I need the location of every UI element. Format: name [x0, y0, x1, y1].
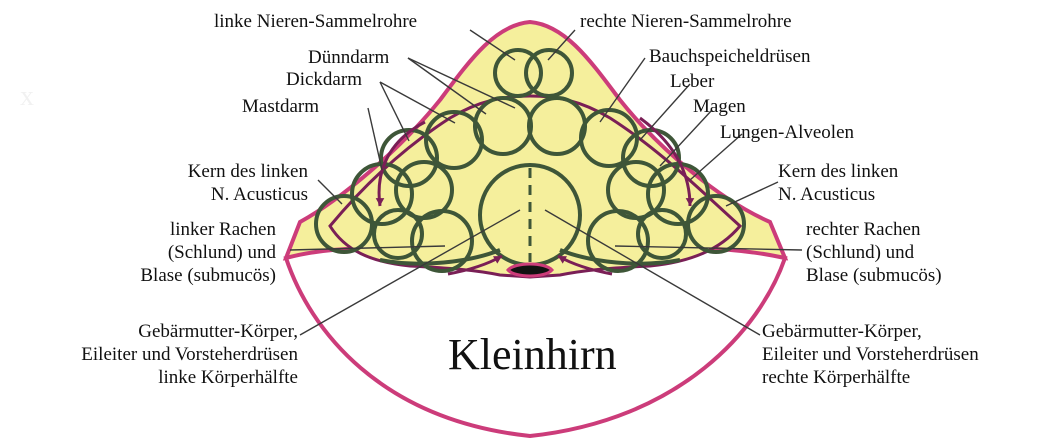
label-left-uterus-body-line-3: linke Körperhälfte — [81, 366, 298, 389]
label-right-acoustic-nucleus: Kern des linken N. Acusticus — [778, 160, 898, 206]
label-right-uterus-body: Gebärmutter-Körper, Eileiter und Vorsteh… — [762, 320, 979, 389]
label-left-pharynx-bladder-line-2: (Schlund) und — [140, 241, 276, 264]
label-left-acoustic-nucleus-line-1: Kern des linken — [188, 160, 308, 183]
label-left-pharynx-bladder-line-1: linker Rachen — [140, 218, 276, 241]
leader-line — [368, 108, 382, 170]
label-left-uterus-body: Gebärmutter-Körper, Eileiter und Vorsteh… — [81, 320, 298, 389]
label-small-intestine: Dünndarm — [308, 46, 389, 69]
label-right-pharynx-bladder: rechter Rachen (Schlund) und Blase (subm… — [806, 218, 942, 287]
label-right-uterus-body-line-1: Gebärmutter-Körper, — [762, 320, 979, 343]
label-left-uterus-body-line-1: Gebärmutter-Körper, — [81, 320, 298, 343]
label-left-acoustic-nucleus-line-2: N. Acusticus — [188, 183, 308, 206]
label-right-pharynx-bladder-line-1: rechter Rachen — [806, 218, 942, 241]
label-right-uterus-body-line-2: Eileiter und Vorsteherdrüsen — [762, 343, 979, 366]
label-right-pharynx-bladder-line-3: Blase (submucös) — [806, 264, 942, 287]
label-stomach: Magen — [693, 95, 746, 118]
label-left-acoustic-nucleus: Kern des linken N. Acusticus — [188, 160, 308, 206]
svg-text:x: x — [20, 81, 34, 112]
label-rectum: Mastdarm — [242, 95, 319, 118]
label-right-acoustic-nucleus-line-1: Kern des linken — [778, 160, 898, 183]
leader-line — [726, 182, 778, 206]
label-right-kidney-collecting-ducts: rechte Nieren-Sammelrohre — [580, 10, 792, 33]
label-cerebellum: Kleinhirn — [448, 330, 617, 380]
label-left-pharynx-bladder: linker Rachen (Schlund) und Blase (submu… — [140, 218, 276, 287]
label-large-intestine: Dickdarm — [286, 68, 362, 91]
label-left-pharynx-bladder-line-3: Blase (submucös) — [140, 264, 276, 287]
aqueduct-marker — [508, 264, 552, 276]
faded-background-text: x — [20, 81, 34, 112]
label-left-uterus-body-line-2: Eileiter und Vorsteherdrüsen — [81, 343, 298, 366]
label-pancreas: Bauchspeicheldrüsen — [649, 45, 810, 68]
label-lung-alveoli: Lungen-Alveolen — [720, 121, 854, 144]
label-right-uterus-body-line-3: rechte Körperhälfte — [762, 366, 979, 389]
label-right-acoustic-nucleus-line-2: N. Acusticus — [778, 183, 898, 206]
label-left-kidney-collecting-ducts: linke Nieren-Sammelrohre — [214, 10, 417, 33]
label-liver: Leber — [670, 70, 714, 93]
label-right-pharynx-bladder-line-2: (Schlund) und — [806, 241, 942, 264]
